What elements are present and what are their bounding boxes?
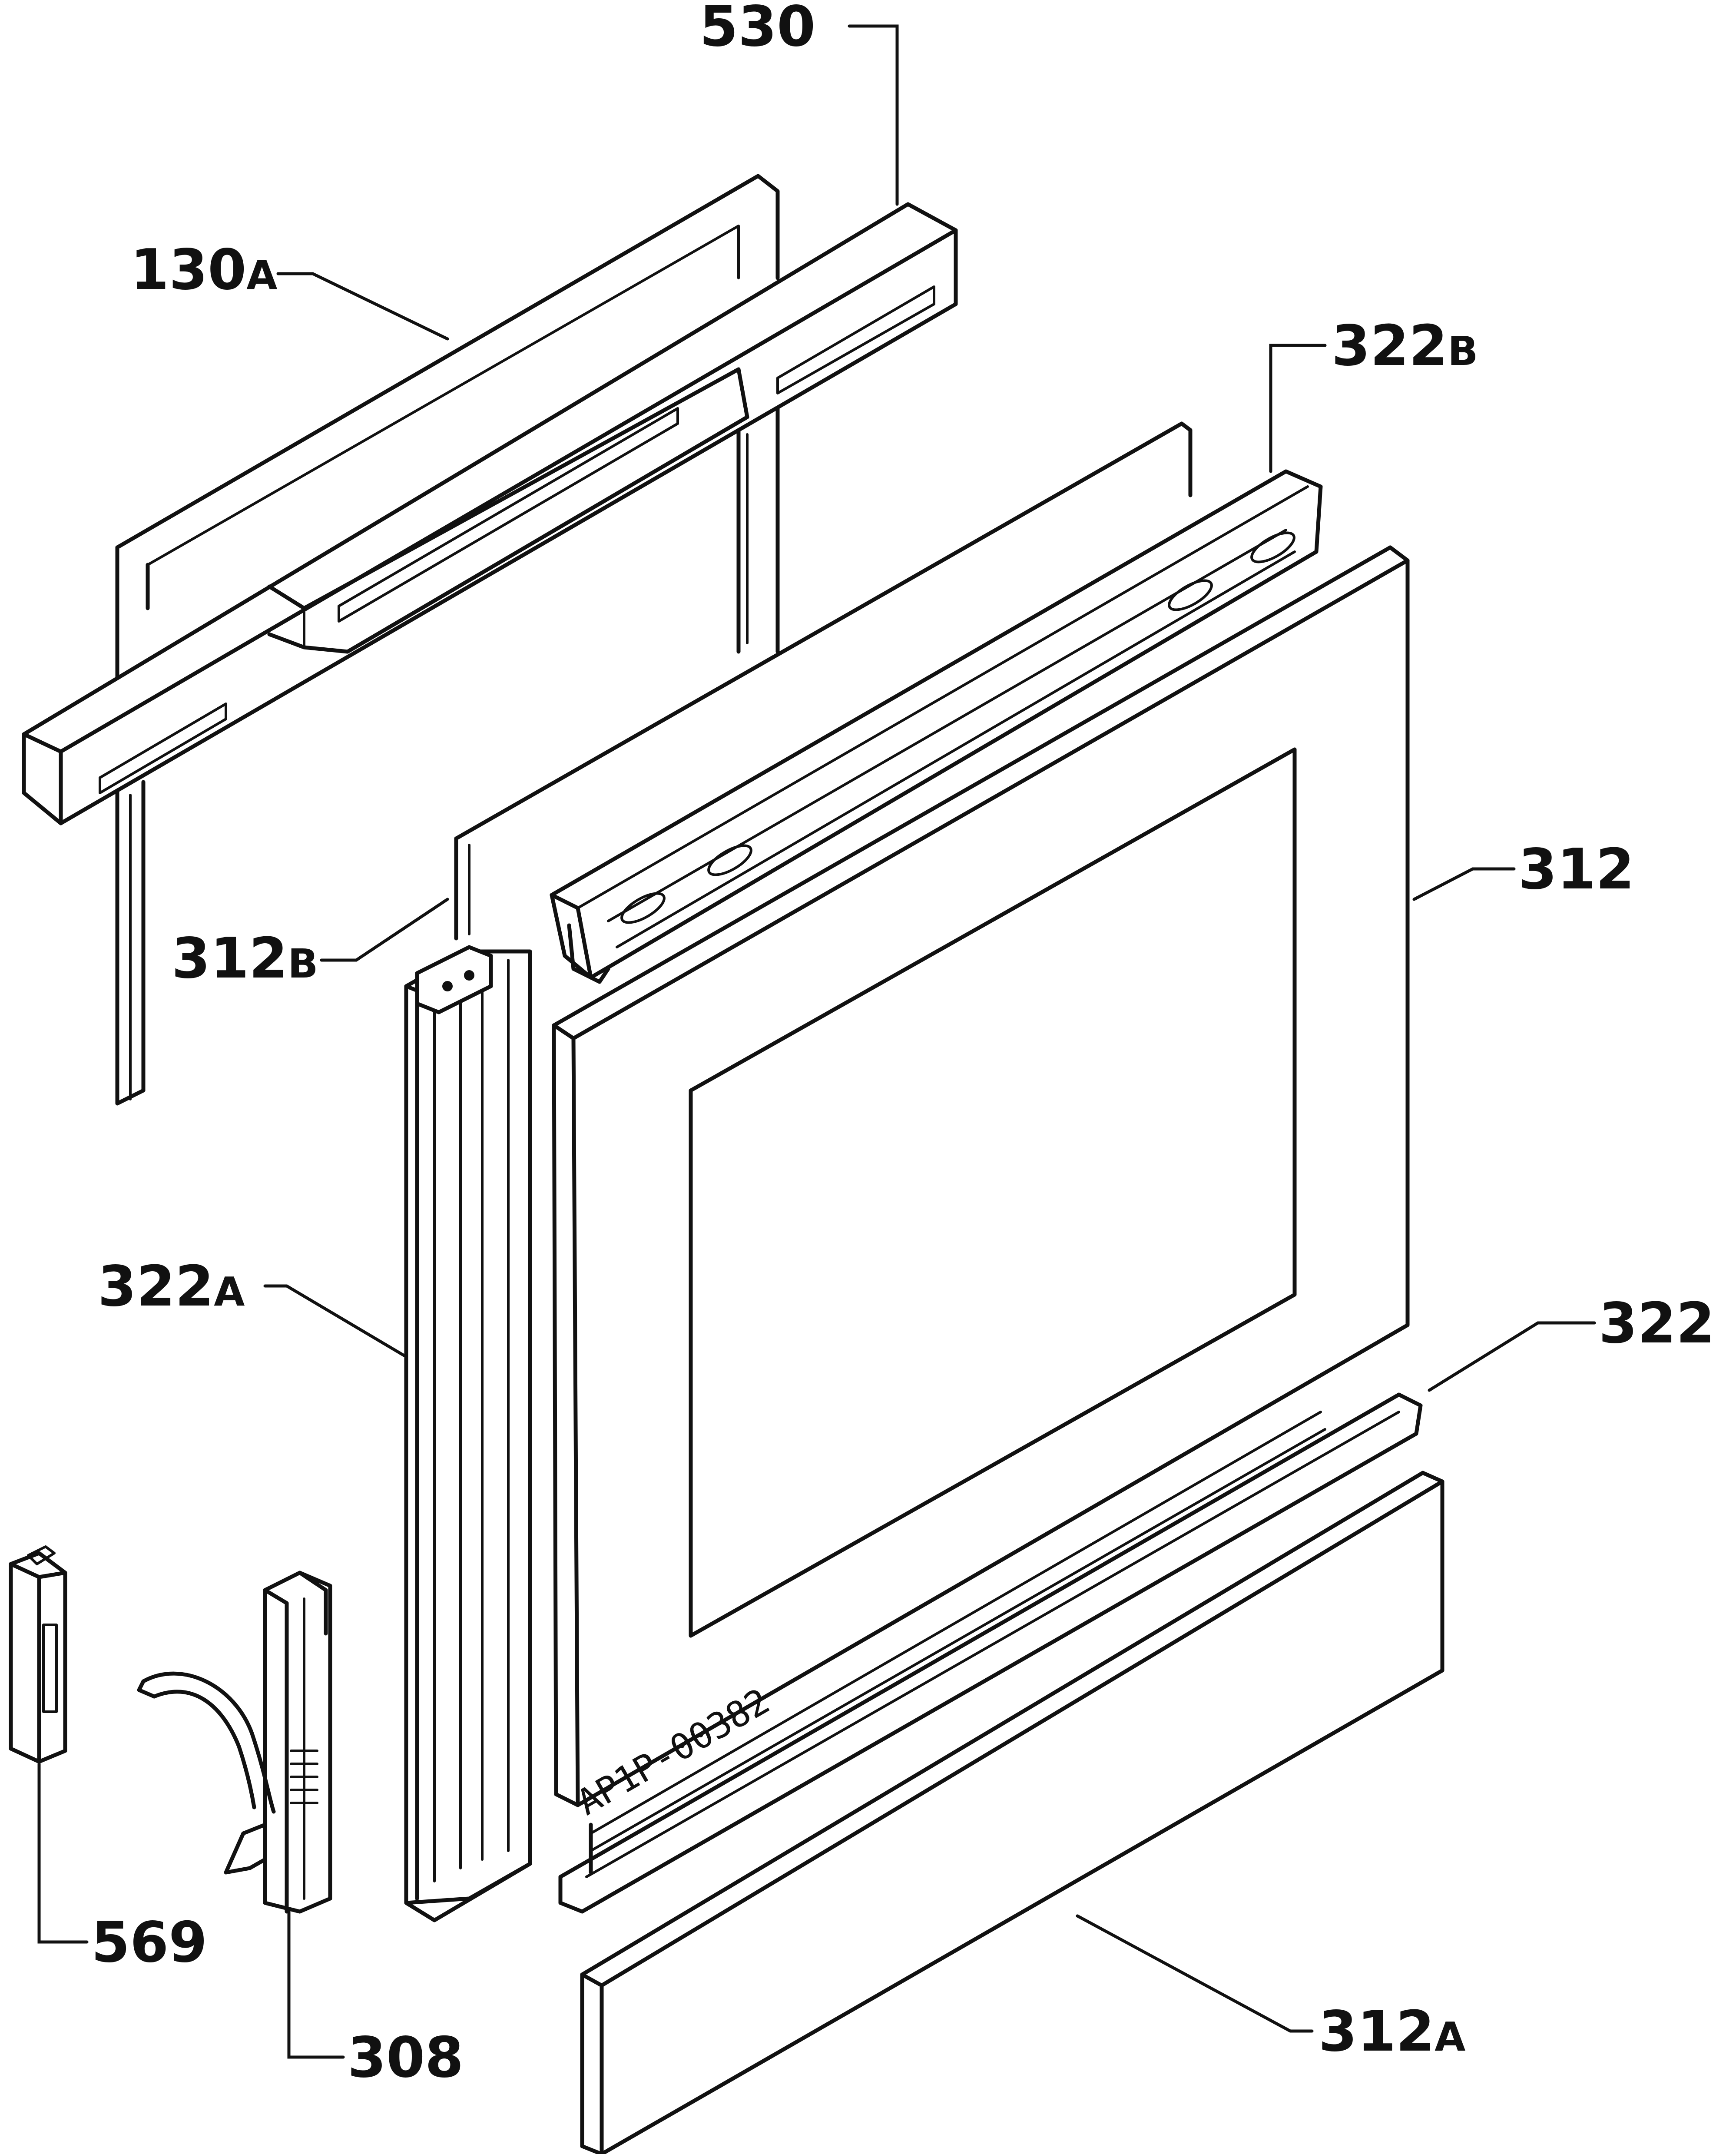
leader-lines xyxy=(37,24,1596,2059)
label-312b: 312B xyxy=(172,926,318,991)
part-322a-side-profile xyxy=(404,945,532,1922)
label-322: 322 xyxy=(1599,1291,1715,1356)
leader-569 xyxy=(37,1762,89,1944)
leader-312 xyxy=(1412,867,1516,901)
label-312: 312 xyxy=(1518,837,1634,902)
leader-322b xyxy=(1269,344,1327,473)
part-322b-top-rail xyxy=(550,469,1323,984)
part-569-clip xyxy=(9,1545,67,1764)
label-569: 569 xyxy=(91,1910,207,1975)
label-308: 308 xyxy=(348,2025,464,2090)
leader-312b xyxy=(320,898,449,962)
leader-312a xyxy=(1076,1914,1314,2033)
label-322a: 322A xyxy=(98,1254,245,1319)
part-130a-gasket-frame xyxy=(115,174,780,1106)
part-308-hinge xyxy=(137,1571,332,1914)
part-312b-inner-glass xyxy=(454,421,1193,941)
leader-308 xyxy=(287,1910,345,2059)
leader-530 xyxy=(848,24,899,206)
label-130a: 130A xyxy=(130,238,277,302)
leader-130a xyxy=(276,272,449,341)
part-312-outer-glass xyxy=(552,545,1410,1807)
part-322-bottom-rail xyxy=(558,1392,1423,1914)
label-530: 530 xyxy=(699,0,815,59)
part-labels: 530 130A 322B 312 312B 322A 322 569 308 … xyxy=(91,0,1715,2090)
part-530-top-channel xyxy=(22,202,958,825)
leader-322 xyxy=(1428,1321,1596,1392)
label-312a: 312A xyxy=(1319,1999,1465,2064)
leader-322a xyxy=(263,1284,406,1357)
part-312a-kick-panel xyxy=(580,1471,1444,2154)
label-322b: 322B xyxy=(1332,314,1478,378)
